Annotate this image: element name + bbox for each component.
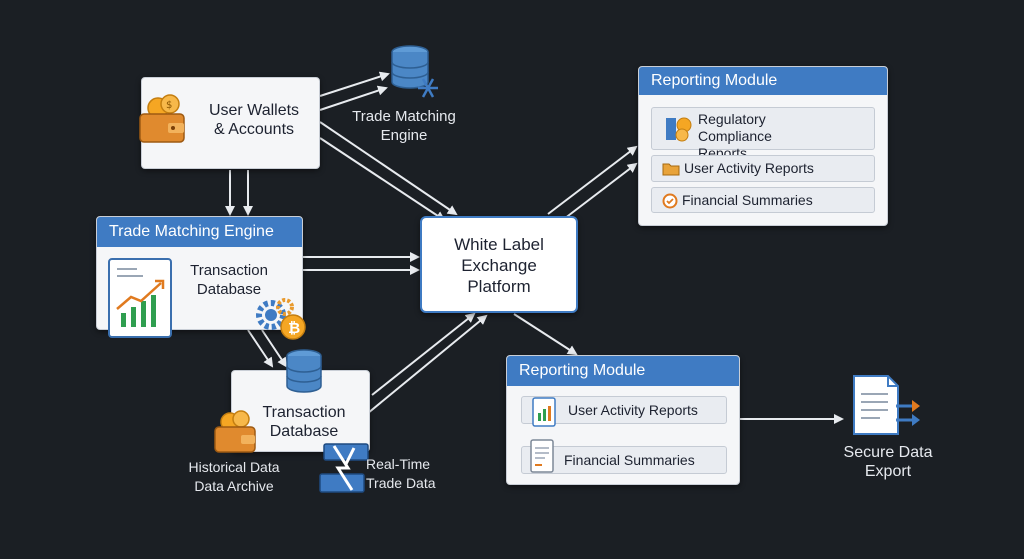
arrow-wallets-to-engine-top-2	[319, 85, 388, 111]
arrow-platform-to-reporting-top	[547, 145, 638, 215]
database-icon	[286, 349, 322, 393]
historical-wallet-icon	[214, 410, 256, 453]
transaction-db-label: Transaction Database	[262, 404, 346, 440]
matching-engine-panel-label: Transaction Database	[190, 262, 268, 298]
reporting-bottom-item-user-activity-label: User Activity Reports	[568, 402, 698, 418]
reporting-bottom-item-financial-label: Financial Summaries	[564, 452, 695, 468]
svg-text:₿: ₿	[288, 319, 300, 337]
database-snowflake-icon	[391, 45, 438, 98]
chart-document-icon	[108, 258, 172, 338]
matching-engine-panel-title: Trade Matching Engine	[97, 217, 302, 247]
reporting-top-title: Reporting Module	[639, 67, 887, 95]
matching-engine-panel: Trade Matching Engine Transaction Databa…	[96, 216, 306, 340]
user-wallets-card: $ User Wallets & Accounts	[139, 77, 320, 169]
clock-icon	[662, 193, 678, 209]
reporting-bottom-item-user-activity[interactable]: User Activity Reports	[521, 396, 727, 427]
matching-engine-top-label: Trade Matching Engine	[352, 108, 456, 144]
arrow-db-to-platform	[371, 312, 476, 396]
user-wallets-label: User Wallets & Accounts	[208, 102, 300, 138]
arrow-wallets-to-platform-2	[319, 137, 446, 222]
reporting-top-item-user-activity[interactable]: User Activity Reports	[651, 155, 875, 182]
reporting-top-item-financial[interactable]: Financial Summaries	[651, 187, 875, 213]
reporting-top-item-financial-label: Financial Summaries	[682, 192, 813, 208]
platform-label: White Label Exchange Platform	[454, 235, 544, 296]
arrow-platform-to-reporting-top-2	[559, 162, 638, 223]
reporting-top-item-user-activity-label: User Activity Reports	[684, 160, 814, 176]
document-icon	[530, 439, 554, 473]
arrow-db-to-platform-2	[361, 314, 488, 419]
arrow-engine-to-transaction-db-2	[261, 329, 288, 368]
reporting-bottom-item-financial[interactable]: Financial Summaries	[521, 439, 727, 474]
svg-text:$: $	[166, 100, 172, 111]
arrow-engine-to-transaction-db	[247, 329, 274, 368]
arrow-wallets-to-platform	[319, 121, 458, 216]
reporting-top-item-compliance[interactable]: Regulatory Compliance Reports	[651, 107, 875, 161]
chart-report-icon	[532, 397, 556, 427]
platform-node: White Label Exchange Platform	[420, 216, 578, 313]
folder-icon	[662, 163, 680, 176]
arrow-platform-to-reporting-bottom	[513, 313, 578, 356]
reporting-bottom-panel: Reporting Module User Activity Reports F…	[506, 355, 740, 485]
reporting-top-panel: Reporting Module Regulatory Compliance R…	[638, 66, 888, 226]
realtime-label: Real-Time Trade Data	[366, 456, 436, 491]
reporting-bottom-title: Reporting Module	[507, 356, 739, 386]
export-label: Secure Data Export	[843, 444, 933, 480]
wallet-coins-icon: $	[139, 94, 185, 143]
export-document-icon	[853, 375, 920, 435]
realtime-stream-icon	[319, 443, 369, 493]
gears-bitcoin-icon: ₿	[256, 298, 306, 340]
historical-label: Historical Data Data Archive	[188, 459, 280, 494]
arrow-wallets-to-engine-top	[319, 71, 390, 97]
compliance-coins-icon	[666, 117, 692, 142]
